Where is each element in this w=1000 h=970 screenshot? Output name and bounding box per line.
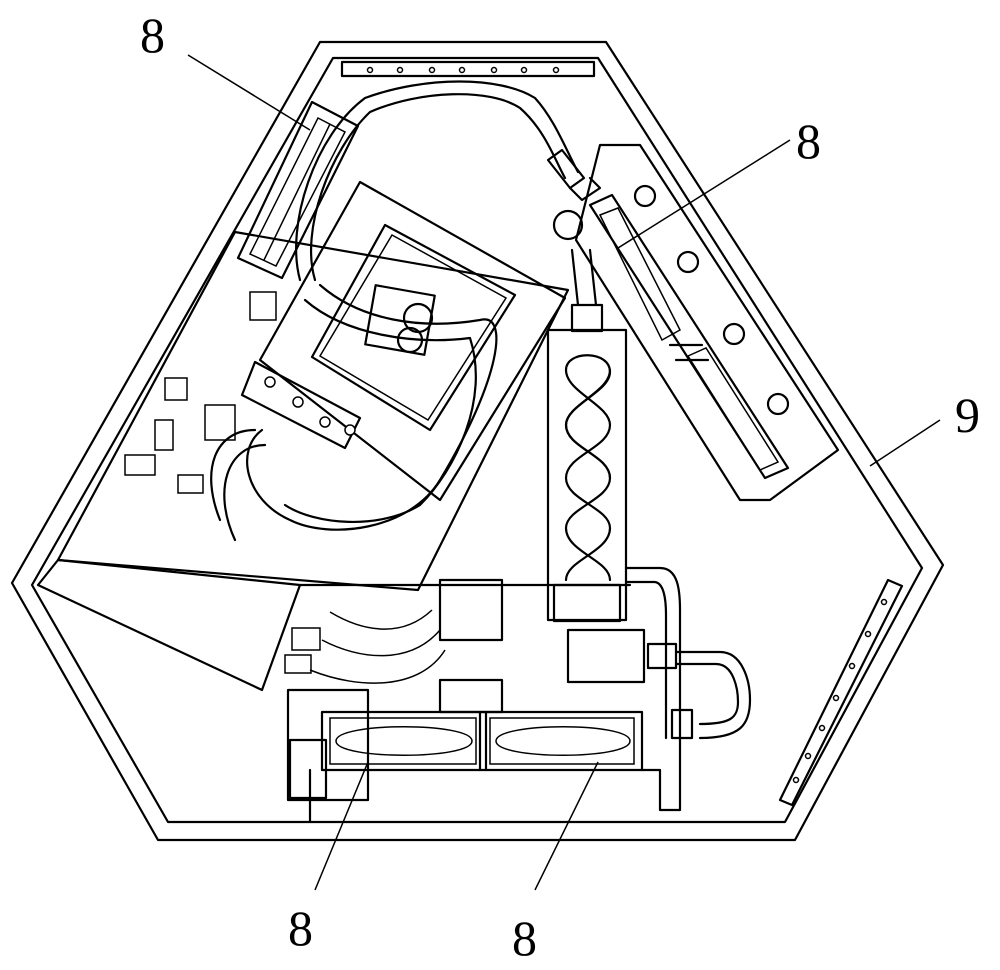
- top-vent-strip: [340, 60, 596, 78]
- label-housing: 9: [955, 387, 980, 443]
- main-block: [36, 80, 632, 692]
- side-vent-strip: [778, 578, 904, 807]
- label-top-left: 8: [140, 7, 165, 63]
- label-bottom-left: 8: [288, 900, 313, 956]
- label-bottom-right: 8: [512, 910, 537, 966]
- fan-unit-right: [574, 143, 840, 502]
- spiral-column: [546, 148, 628, 623]
- fan-unit-top-left: [236, 100, 360, 280]
- housing: [10, 40, 945, 842]
- bottom-dual-fan: [286, 688, 682, 824]
- label-top-right: 8: [796, 113, 821, 169]
- leader-lines: [187, 54, 941, 891]
